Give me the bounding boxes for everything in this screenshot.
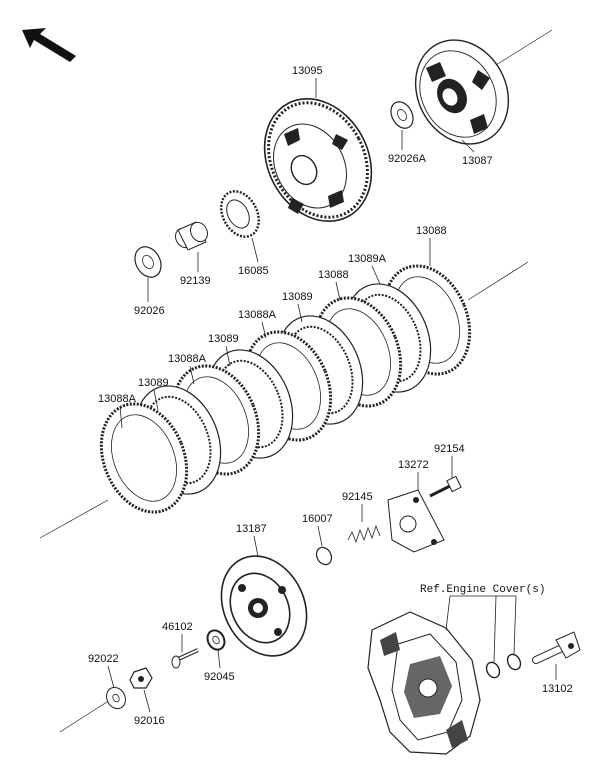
label-13088A-1: 13088A (238, 309, 277, 321)
label-16007: 16007 (302, 513, 333, 525)
washer-92022 (106, 686, 126, 710)
label-46102: 46102 (162, 621, 193, 633)
release-shaft-13102 (532, 631, 581, 664)
push-rod-46102 (171, 648, 199, 669)
plate-13272 (387, 489, 445, 553)
label-92026A: 92026A (388, 153, 427, 165)
sleeve-92139 (175, 221, 208, 251)
label-13089-3: 13089 (138, 377, 169, 389)
gear-16085 (220, 190, 260, 238)
label-92154: 92154 (434, 443, 465, 455)
clutch-housing-13087 (414, 39, 510, 145)
clutch-hub-13095 (263, 98, 373, 222)
label-92026: 92026 (134, 305, 165, 317)
label-13087: 13087 (462, 155, 493, 167)
label-16085: 16085 (238, 265, 269, 277)
label-13088A-2: 13088A (168, 353, 207, 365)
washer-92026A (390, 101, 414, 129)
label-13088-top: 13088 (416, 225, 447, 237)
label-13089-2: 13089 (208, 333, 239, 345)
engine-cover-seals (485, 653, 522, 679)
label-92139: 92139 (180, 275, 211, 287)
label-13089-1: 13089 (282, 291, 313, 303)
label-92016: 92016 (134, 715, 165, 727)
spring-92145 (347, 524, 381, 544)
washer-92026 (134, 246, 162, 278)
pressure-plate-13187 (220, 555, 308, 657)
axis-lines (39, 29, 553, 733)
label-13187: 13187 (236, 523, 267, 535)
clutch-plate-stack (99, 264, 472, 514)
label-13272: 13272 (398, 459, 429, 471)
front-direction-arrow-icon (22, 28, 76, 62)
bearing-92045 (206, 629, 226, 651)
label-92022: 92022 (88, 653, 119, 665)
nut-92016 (129, 667, 153, 689)
label-13102: 13102 (542, 683, 573, 695)
leader-lines (107, 78, 557, 713)
label-13095: 13095 (292, 65, 323, 77)
label-92045: 92045 (204, 671, 235, 683)
label-13088A-3: 13088A (98, 393, 137, 405)
engine-cover-reference (367, 611, 481, 755)
part-number-labels: 13095 13087 92026A 92139 16085 92026 130… (88, 65, 573, 727)
label-92145: 92145 (342, 491, 373, 503)
ref-engine-cover-note: Ref.Engine Cover(s) (420, 584, 545, 596)
ring-16007 (315, 546, 333, 566)
label-13088-2: 13088 (318, 269, 349, 281)
bolt-92154 (429, 475, 462, 498)
label-13089A: 13089A (348, 253, 387, 265)
